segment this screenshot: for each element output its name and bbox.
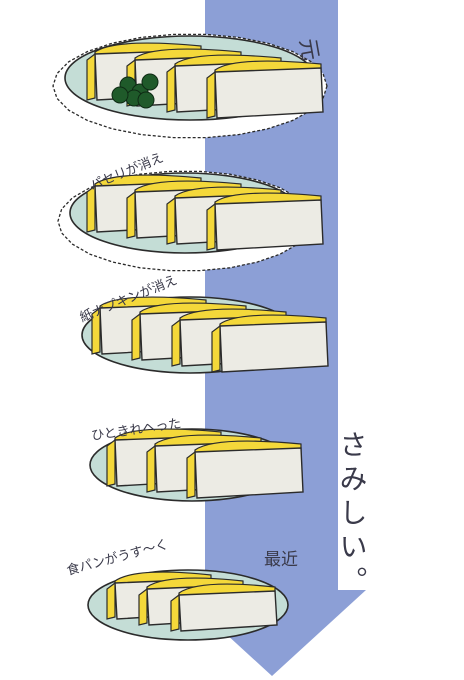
bread-face — [214, 199, 324, 251]
bread-side — [211, 324, 221, 373]
bread-face — [178, 590, 278, 632]
parsley-leaf — [111, 86, 129, 104]
sandwich-slice — [211, 314, 329, 373]
sandwich-slice — [206, 192, 324, 251]
bread-side — [126, 190, 136, 239]
bread-side — [106, 438, 116, 487]
bread-face — [219, 321, 329, 373]
sandwich-stage-2 — [57, 170, 324, 272]
sandwich-stage-3 — [81, 296, 329, 374]
label-original: 元 — [294, 37, 322, 63]
sandwich-slice — [170, 583, 278, 632]
bread-side — [131, 312, 141, 361]
sandwich-slice — [206, 60, 324, 119]
sandwich-stage-4 — [89, 428, 304, 502]
sandwich-stages — [52, 33, 329, 641]
bread-side — [146, 444, 156, 493]
sandwich-stage-1 — [52, 33, 328, 139]
bread-side — [86, 52, 96, 101]
parsley-leaf — [141, 73, 159, 91]
parsley-leaf — [137, 91, 155, 109]
bread-side — [186, 450, 196, 499]
bread-side — [86, 184, 96, 233]
label-lonely: さみしい。 — [336, 430, 369, 600]
bread-side — [91, 306, 101, 355]
bread-face — [194, 447, 304, 499]
bread-side — [206, 202, 216, 251]
sandwich-stage-5 — [87, 569, 289, 641]
bread-side — [171, 318, 181, 367]
label-recent: 最近 — [264, 550, 298, 570]
parsley — [111, 73, 159, 109]
bread-face — [214, 67, 324, 119]
sandwich-slice — [186, 440, 304, 499]
bread-side — [170, 593, 180, 632]
bread-side — [106, 581, 116, 620]
bread-side — [206, 70, 216, 119]
bread-side — [166, 196, 176, 245]
bread-side — [138, 587, 148, 626]
bread-side — [166, 64, 176, 113]
